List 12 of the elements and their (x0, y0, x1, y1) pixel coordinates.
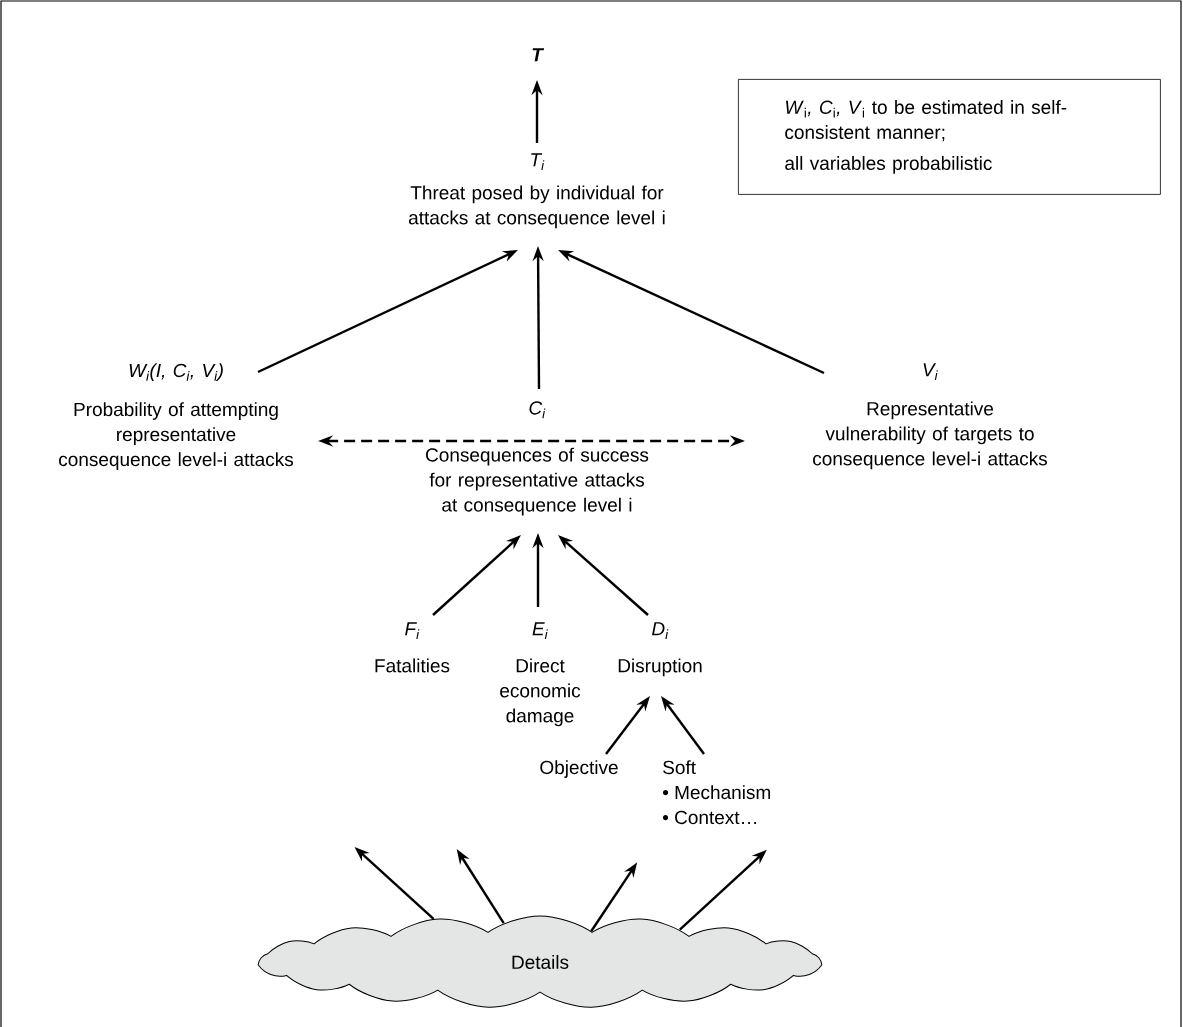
variable-label: T (532, 48, 545, 62)
factor-label: Soft • Mechanism • Context… (662, 760, 770, 825)
variable-label: D$_{i}$ Disruption (618, 622, 702, 677)
note-box: W$_{i}$, C$_{i}$, V$_{i}$ to be estimated in self-consistent manner; all variables probabilistic (738, 79, 1161, 195)
factor-label: Objective (540, 760, 618, 778)
variable-label: V$_{i}$ Representative vulnerability of targets to consequence level-i attacks (813, 363, 1048, 470)
variable-label: T$_{i}$ Threat posed by individual for attacks at consequence level i (408, 153, 665, 229)
variable-label: W$_{i}$(I, C$_{i}$, V$_{i}$) Probability of attempting representative consequence level-i attacks (59, 363, 294, 470)
variable-label: E$_{i}$ Direct economic damage (500, 622, 581, 727)
variable-label: C$_{i}$ Consequences of success for representative attacks at consequence level i (426, 401, 649, 516)
details-cloud: Details (257, 915, 823, 1008)
variable-label: F$_{i}$ Fatalities (375, 622, 450, 673)
